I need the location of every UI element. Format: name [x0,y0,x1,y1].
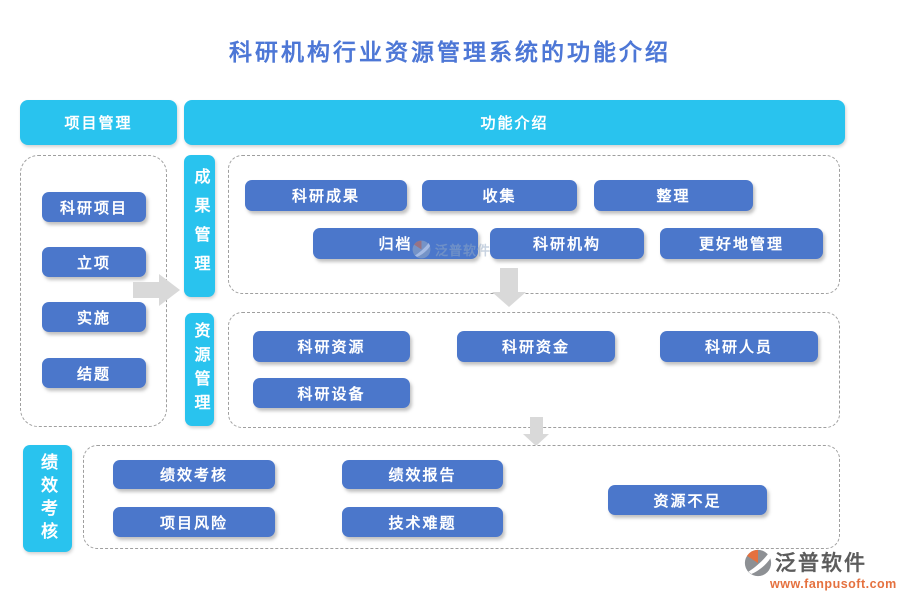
node-research-achievement: 科研成果 [245,180,407,211]
watermark-text: 泛普软件 [435,243,492,258]
node-technical-difficulty: 技术难题 [342,507,503,537]
node-collect: 收集 [422,180,577,211]
section-label-resource-management: 资源管理 [185,313,214,426]
node-research-funds: 科研资金 [457,331,615,362]
node-research-resource: 科研资源 [253,331,410,362]
section-label-performance-appraisal: 绩效考核 [23,445,72,552]
footer-logo-url: www.fanpusoft.com [770,577,897,591]
watermark-logo-icon [412,240,431,259]
header-project-management: 项目管理 [20,100,177,145]
node-insufficient-resources: 资源不足 [608,485,767,515]
fanpu-logo-icon [744,549,772,577]
node-performance-report: 绩效报告 [342,460,503,489]
footer-logo: 泛普软件 www.fanpusoft.com [744,549,897,591]
node-research-personnel: 科研人员 [660,331,818,362]
section-label-achievement-management: 成果管理 [184,155,215,297]
watermark: 泛普软件 [412,240,491,259]
node-organize: 整理 [594,180,753,211]
resource-section-box [228,312,840,428]
node-implementation: 实施 [42,302,146,332]
node-project-risk: 项目风险 [113,507,275,537]
page-title: 科研机构行业资源管理系统的功能介绍 [229,39,671,66]
footer-logo-text: 泛普软件 [775,552,867,575]
node-research-institution: 科研机构 [490,228,644,259]
node-project-closure: 结题 [42,358,146,388]
node-archive: 归档 [313,228,478,259]
header-function-intro: 功能介绍 [184,100,845,145]
achievement-section-box [228,155,840,294]
node-better-management: 更好地管理 [660,228,823,259]
node-research-project: 科研项目 [42,192,146,222]
node-performance-appraisal: 绩效考核 [113,460,275,489]
node-project-initiation: 立项 [42,247,146,277]
node-research-equipment: 科研设备 [253,378,410,408]
